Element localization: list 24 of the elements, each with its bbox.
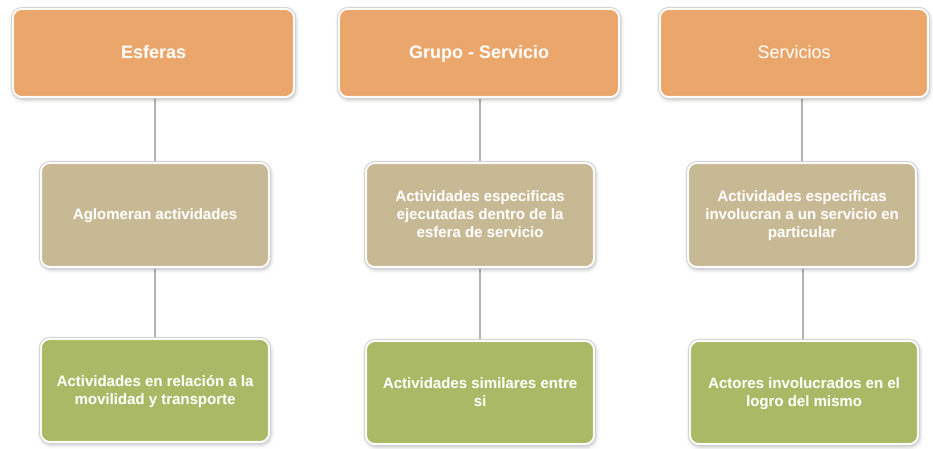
description-box xyxy=(689,340,919,445)
connector-line xyxy=(154,269,156,337)
connector-line xyxy=(479,99,481,161)
connector-line xyxy=(802,269,804,339)
box-text: Actividades especificas involucran a un servicio en particular xyxy=(704,188,900,242)
box-text: Actividades similares entre si xyxy=(382,374,578,410)
box-text: Actividades especificas ejecutadas dentro de la esfera de servicio xyxy=(394,188,566,242)
title-box xyxy=(338,8,620,98)
connector-line xyxy=(479,269,481,339)
title-box xyxy=(659,8,929,98)
description-box xyxy=(365,162,595,268)
box-text: Actividades en relación a la movilidad y transporte xyxy=(56,372,254,408)
connector-line xyxy=(801,99,803,161)
description-box xyxy=(687,162,917,268)
title-text: Servicios xyxy=(757,42,831,64)
description-box xyxy=(40,162,270,268)
description-box xyxy=(40,338,270,443)
connector-line xyxy=(154,99,156,161)
title-box xyxy=(12,8,295,98)
box-text: Actores involucrados en el logro del mismo xyxy=(707,374,901,410)
description-box xyxy=(365,340,595,445)
title-text: Esferas xyxy=(120,42,186,64)
title-text: Grupo - Servicio xyxy=(408,42,550,64)
box-text: Aglomeran actividades xyxy=(72,206,238,224)
